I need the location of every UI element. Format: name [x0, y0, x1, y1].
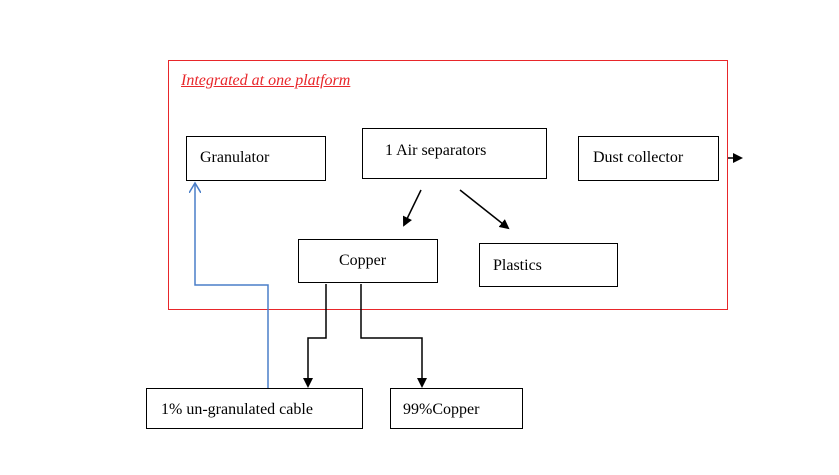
arrow-airsep-to-copper — [402, 189, 422, 227]
air-separators-node: 1 Air separators — [362, 128, 547, 179]
ungranulated-cable-node: 1% un-granulated cable — [146, 388, 363, 429]
copper-99-node: 99%Copper — [390, 388, 523, 429]
dust-collector-node: Dust collector — [578, 136, 719, 181]
platform-frame — [168, 60, 728, 310]
arrow-copper-to-cable — [303, 284, 327, 388]
arrow-cable-to-granulator — [195, 183, 269, 388]
plastics-node: Plastics — [479, 243, 618, 287]
frame-title: Integrated at one platform — [181, 72, 351, 89]
granulator-node: Granulator — [186, 136, 326, 181]
arrow-airsep-to-plastics — [459, 189, 510, 230]
copper-node: Copper — [298, 239, 438, 283]
arrow-copper-to-99copper — [360, 284, 427, 388]
